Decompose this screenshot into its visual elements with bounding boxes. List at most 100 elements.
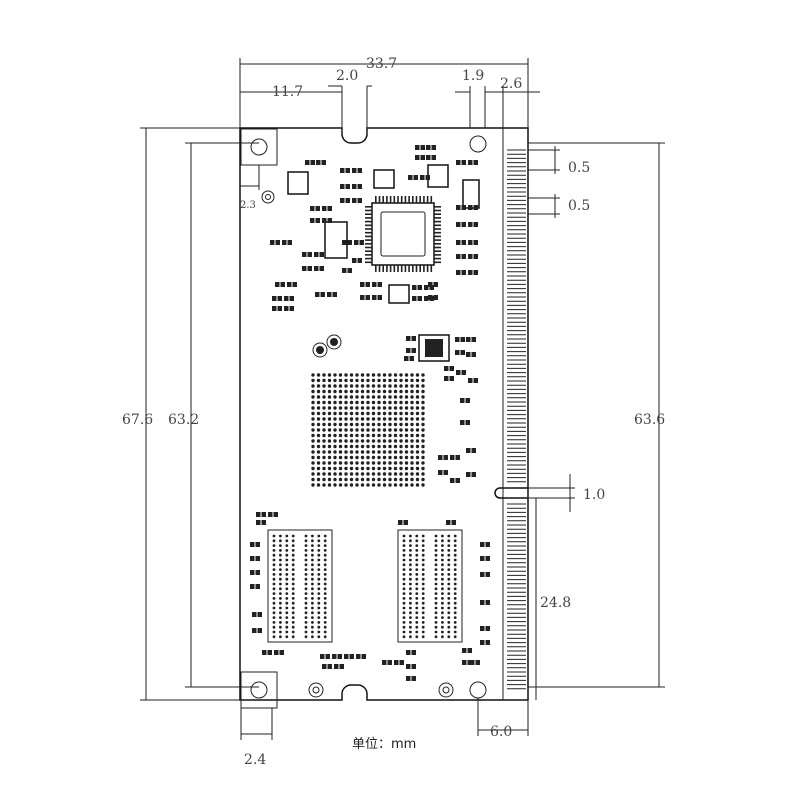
passive-pad — [473, 254, 478, 259]
passive-pad — [352, 258, 357, 263]
passive-pad — [415, 155, 420, 160]
bga-ball — [322, 439, 326, 443]
memory-pad — [311, 582, 314, 586]
bga-ball — [366, 417, 370, 421]
memory-pad — [434, 616, 438, 619]
bga-ball — [322, 411, 326, 416]
memory-pad — [323, 592, 327, 595]
bga-ball — [415, 400, 420, 405]
qfp-pin — [365, 206, 372, 208]
qfp-pin — [434, 235, 441, 238]
bga-ball — [316, 455, 321, 460]
memory-pad — [272, 549, 276, 552]
bga-ball — [316, 483, 321, 487]
bga-ball — [393, 384, 398, 388]
memory-pad — [409, 544, 412, 547]
bga-ball — [415, 466, 420, 471]
memory-pad — [434, 577, 438, 581]
bga-ball — [377, 389, 381, 394]
memory-pad — [285, 616, 289, 619]
bga-ball — [371, 483, 376, 487]
memory-pad — [453, 582, 457, 586]
bga-ball — [382, 444, 387, 449]
bga-ball — [377, 373, 381, 377]
bga-ball — [333, 411, 337, 416]
passive-pad — [406, 664, 411, 669]
memory-pad — [453, 534, 457, 538]
bga-ball — [393, 455, 398, 460]
fiducial-lower-mid-inner — [442, 686, 450, 694]
bga-ball — [355, 395, 359, 399]
memory-pad — [409, 534, 412, 538]
memory-pad — [272, 606, 276, 610]
memory-pad — [421, 592, 425, 595]
memory-pad — [311, 577, 314, 581]
passive-pad — [406, 676, 411, 681]
passive-pad — [473, 270, 478, 275]
memory-pad — [434, 625, 438, 629]
memory-pad — [453, 611, 457, 615]
bga-ball — [393, 395, 398, 399]
passive-pad — [332, 654, 337, 659]
bga-ball — [388, 439, 392, 443]
memory-pad — [402, 635, 406, 639]
passive-pad — [302, 266, 307, 271]
passive-pad — [450, 455, 455, 460]
bga-ball — [410, 406, 414, 410]
bga-ball — [338, 406, 343, 410]
memory-pad — [291, 601, 295, 605]
bga-ball — [377, 444, 381, 449]
memory-pad — [323, 573, 327, 576]
memory-pad — [434, 558, 438, 562]
passive-pad — [287, 240, 292, 245]
passive-pad — [455, 337, 460, 342]
regulator-ic — [287, 171, 309, 195]
memory-pad — [317, 553, 321, 557]
bga-ball — [333, 444, 337, 449]
memory-pad — [447, 592, 451, 595]
qfp-pin — [434, 239, 441, 241]
bga-ball — [399, 483, 403, 487]
bga-ball — [393, 444, 398, 449]
bga-ball — [410, 389, 414, 394]
memory-pad — [291, 592, 295, 595]
memory-pad — [304, 577, 308, 581]
memory-chip-right-body — [397, 529, 463, 643]
memory-pad — [279, 616, 282, 619]
memory-pad — [291, 635, 295, 639]
dim-hole-offset-label: 1.9 — [462, 68, 484, 84]
memory-pad — [323, 558, 327, 562]
bga-ball — [327, 373, 332, 377]
bga-ball — [360, 483, 365, 487]
bga-ball — [415, 406, 420, 410]
bga-ball — [344, 477, 348, 482]
passive-pad — [325, 654, 330, 659]
passive-pad — [268, 512, 273, 517]
passive-pad — [480, 542, 485, 547]
bga-ball — [404, 422, 409, 427]
memory-pad — [279, 625, 282, 629]
memory-pad — [272, 597, 276, 600]
bga-ball — [388, 395, 392, 399]
bga-ball — [333, 378, 337, 383]
bga-ball — [371, 384, 376, 388]
memory-pad — [415, 611, 419, 615]
memory-pad — [285, 573, 289, 576]
memory-pad — [421, 553, 425, 557]
memory-pad — [304, 625, 308, 629]
passive-pad — [255, 556, 260, 561]
bga-ball — [366, 472, 370, 476]
memory-pad — [441, 592, 444, 595]
bga-ball — [421, 406, 425, 410]
passive-pad — [406, 336, 411, 341]
passive-pad — [332, 292, 337, 297]
passive-pad — [256, 512, 261, 517]
passive-pad — [444, 366, 449, 371]
passive-pad — [352, 184, 357, 189]
bga-ball — [338, 461, 343, 465]
memory-pad — [402, 544, 406, 547]
passive-pad — [250, 542, 255, 547]
memory-pad — [421, 587, 425, 591]
memory-pad — [317, 606, 321, 610]
bga-ball — [366, 406, 370, 410]
